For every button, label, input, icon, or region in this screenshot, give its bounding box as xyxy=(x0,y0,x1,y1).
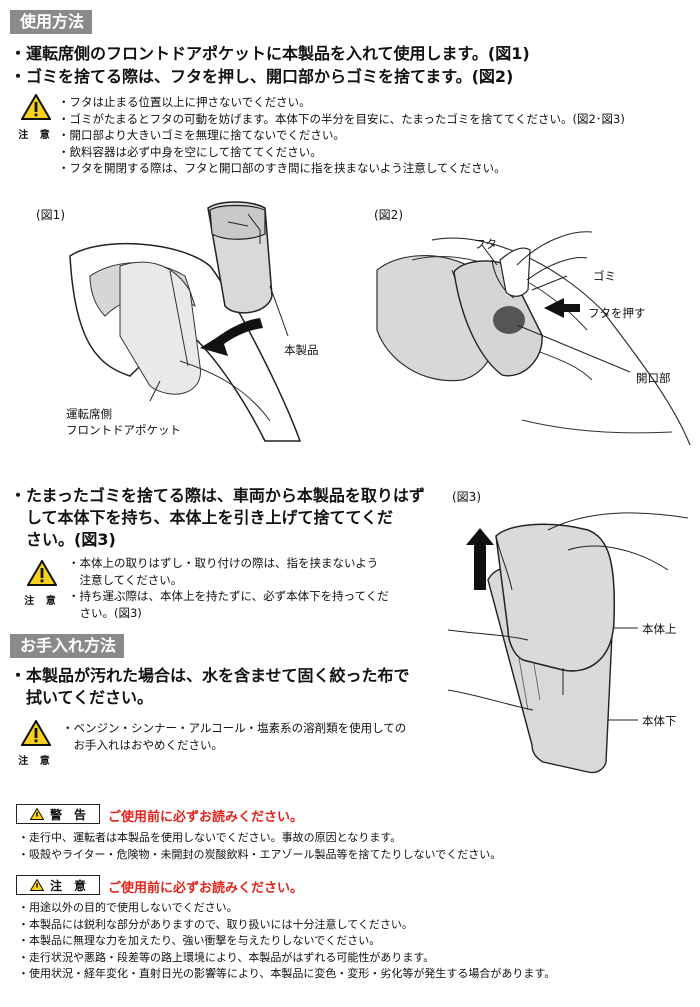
up-arrow-icon xyxy=(466,528,494,590)
caution-item-4: ・走行状況や悪路・段差等の路上環境により、本製品がはずれる可能性があります。 xyxy=(18,950,435,964)
fig2-label: (図2) xyxy=(374,208,403,222)
care-line-1: ・本製品が汚れた場合は、水を含ませて固く絞った布で xyxy=(10,666,410,685)
dispose-line-1: ・たまったゴミを捨てる際は、車両から本製品を取りはず xyxy=(10,486,425,505)
warning-badge-text: 警 告 xyxy=(49,807,86,822)
fig1-product-label: 本製品 xyxy=(284,343,319,357)
warning-triangle-icon xyxy=(29,879,44,891)
fig2-push-label: フタを押す xyxy=(588,306,646,320)
warning-title: ご使用前に必ずお読みください。 xyxy=(108,810,304,825)
warning-triangle-icon xyxy=(29,808,44,820)
fig2-illustration xyxy=(376,231,691,446)
caution-item-5: ・使用状況・経年変化・直射日光の影響等により、本製品に変色・変形・劣化等が発生す… xyxy=(18,967,556,980)
caution-item-2: ・本製品には鋭利な部分がありますので、取り扱いには十分注意してください。 xyxy=(18,917,413,931)
dispose-notes: ・本体上の取りはずし・取り付けの際は、指を挟まないよう 注意してください。 ・持… xyxy=(68,555,389,621)
caution-title: ご使用前に必ずお読みください。 xyxy=(108,881,304,896)
warning-triangle-icon xyxy=(20,93,52,120)
usage-bullet-1: ・運転席側のフロントドアポケットに本製品を入れて使用します。(図1) xyxy=(10,44,530,63)
care-caution: 注 意 xyxy=(18,719,54,767)
caution-label: 注 意 xyxy=(24,596,60,607)
fig1-illustration xyxy=(69,201,302,442)
usage-note-5: ・フタを開閉する際は、フタと開口部のすき間に指を挟まないよう注意してください。 xyxy=(58,161,506,175)
care-note-2: お手入れはおやめください。 xyxy=(62,737,223,752)
care-notes: ・ベンジン・シンナー・アルコール・塩素系の溶剤類を使用しての お手入れはおやめく… xyxy=(62,720,406,753)
usage-note-3: ・開口部より大きいゴミを無理に捨てないでください。 xyxy=(58,128,345,142)
dispose-text: ・たまったゴミを捨てる際は、車両から本製品を取りはず して本体下を持ち、本体上を… xyxy=(10,485,425,551)
caution-list: ・用途以外の目的で使用しないでください。 ・本製品には鋭利な部分がありますので、… xyxy=(18,900,555,983)
dispose-note-3: ・持ち運ぶ際は、本体上を持たずに、必ず本体下を持ってくだ xyxy=(68,589,389,603)
caution-badge: 注 意 xyxy=(16,875,100,895)
fig2-opening-label: 開口部 xyxy=(636,371,671,385)
caution-badge-text: 注 意 xyxy=(49,878,86,893)
care-heading: お手入れ方法 xyxy=(10,634,125,658)
care-text: ・本製品が汚れた場合は、水を含ませて固く絞った布で 拭いてください。 xyxy=(10,665,410,709)
caution-label: 注 意 xyxy=(18,130,54,141)
fig1-label: (図1) xyxy=(36,208,65,222)
fig3-illustration xyxy=(448,512,688,774)
usage-bullet-2: ・ゴミを捨てる際は、フタを押し、開口部からゴミを捨てます。(図2) xyxy=(10,67,514,86)
warning-triangle-icon xyxy=(20,719,52,746)
care-line-2: 拭いてください。 xyxy=(10,688,154,707)
dispose-line-3: さい。(図3) xyxy=(10,530,116,549)
dispose-line-2: して本体下を持ち、本体上を引き上げて捨ててくだ xyxy=(10,508,394,527)
usage-note-4: ・飲料容器は必ず中身を空にして捨ててください。 xyxy=(58,144,322,159)
warning-badge: 警 告 xyxy=(16,804,100,824)
fig2-lid-label: フタ xyxy=(474,237,497,251)
dispose-caution: 注 意 xyxy=(24,559,60,607)
dispose-note-2: 注意してください。 xyxy=(68,572,183,587)
warning-item-1: ・走行中、運転者は本製品を使用しないでください。事故の原因となります。 xyxy=(18,831,402,844)
dispose-note-4: さい。(図3) xyxy=(68,605,142,620)
fig3-label: (図3) xyxy=(452,490,481,504)
usage-heading: 使用方法 xyxy=(10,10,93,34)
warning-item-2: ・吸殻やライター・危険物・未開封の炭酸飲料・エアゾール製品等を捨てたりしないでく… xyxy=(18,847,502,861)
usage-notes: ・フタは止まる位置以上に押さないでください。 ・ゴミがたまるとフタの可動を妨げま… xyxy=(58,94,625,177)
fig3-lower-label: 本体下 xyxy=(642,714,677,728)
fig1-pocket-label-1: 運転席側 xyxy=(66,407,112,421)
caution-label: 注 意 xyxy=(18,756,54,767)
warning-triangle-icon xyxy=(26,559,58,586)
usage-caution: 注 意 xyxy=(18,93,54,141)
caution-item-3: ・本製品に無理な力を加えたり、強い衝撃を与えたりしないでください。 xyxy=(18,934,381,947)
fig1-pocket-label-2: フロントドアポケット xyxy=(66,423,181,437)
usage-note-1: ・フタは止まる位置以上に押さないでください。 xyxy=(58,95,311,109)
usage-note-2: ・ゴミがたまるとフタの可動を妨げます。本体下の半分を目安に、たまったゴミを捨てて… xyxy=(58,111,625,126)
caution-item-1: ・用途以外の目的で使用しないでください。 xyxy=(18,901,238,914)
care-note-1: ・ベンジン・シンナー・アルコール・塩素系の溶剤類を使用しての xyxy=(62,721,407,735)
fig2-trash-label: ゴミ xyxy=(593,269,616,283)
fig3-upper-label: 本体上 xyxy=(642,622,677,636)
dispose-note-1: ・本体上の取りはずし・取り付けの際は、指を挟まないよう xyxy=(68,556,379,570)
warning-list: ・走行中、運転者は本製品を使用しないでください。事故の原因となります。 ・吸殻や… xyxy=(18,830,501,863)
